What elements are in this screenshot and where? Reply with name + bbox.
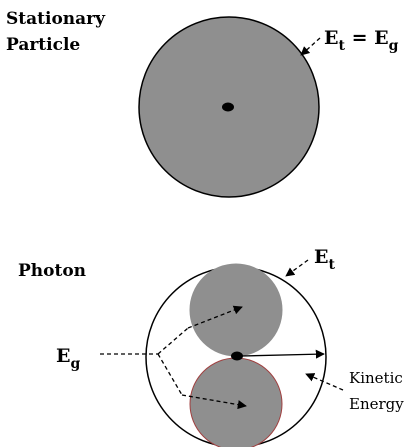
stationary-energy-E: E xyxy=(324,27,338,49)
photon-group: Photon Et Eg Kinetic Energy xyxy=(18,246,404,447)
photon-total-pointer xyxy=(285,259,309,277)
stationary-title-line1: Stationary xyxy=(6,9,106,29)
eg-label: Eg xyxy=(56,345,80,372)
kinetic-energy-label-line2: Energy xyxy=(349,395,404,413)
eg-E: E xyxy=(56,345,70,367)
stationary-energy-g-subscript: g xyxy=(389,38,399,54)
eg-pointer-lower xyxy=(157,353,183,396)
photon-lower-circle xyxy=(189,357,283,447)
photon-center-dot xyxy=(231,351,243,361)
stationary-particle-center-dot xyxy=(222,102,234,112)
kinetic-energy-label-line1: Kinetic xyxy=(349,369,403,387)
stationary-energy-pointer xyxy=(300,37,321,56)
stationary-particle-group: Stationary Particle Et = Eg xyxy=(6,9,399,198)
stationary-energy-equals-E: = E xyxy=(345,27,389,49)
eg-g-subscript: g xyxy=(70,356,80,372)
kinetic-energy-radius-arrow xyxy=(241,349,325,359)
photon-total-label: Et xyxy=(314,246,335,273)
eg-arrow-lower xyxy=(181,394,247,410)
stationary-energy-label: Et = Eg xyxy=(324,27,399,54)
photon-total-E: E xyxy=(314,246,328,268)
stationary-title-line2: Particle xyxy=(6,35,80,55)
eg-arrow-upper xyxy=(187,305,243,329)
photon-total-t-subscript: t xyxy=(328,257,335,273)
stationary-energy-t-subscript: t xyxy=(338,38,345,54)
photon-title: Photon xyxy=(18,261,86,281)
